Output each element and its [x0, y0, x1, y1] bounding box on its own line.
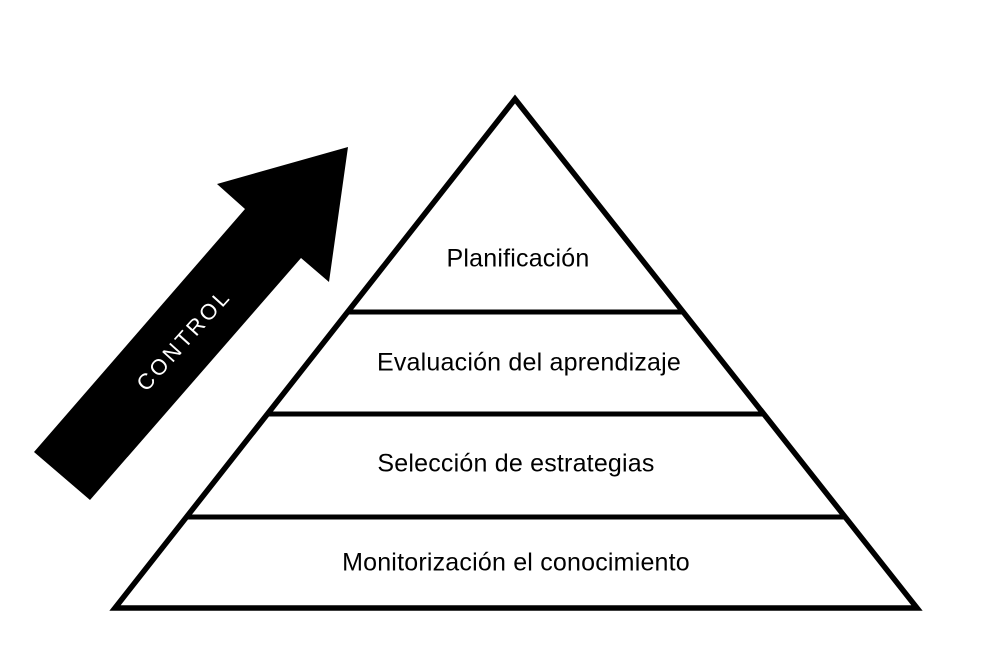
- control-arrow-icon: [34, 147, 348, 500]
- pyramid-level-3-label: Selección de estrategias: [377, 449, 655, 478]
- pyramid-level-2-label: Evaluación del aprendizaje: [376, 348, 682, 377]
- pyramid-level-4-label: Monitorización el conocimiento: [342, 548, 690, 577]
- pyramid-outline: [109, 94, 923, 611]
- pyramid-level-1-label: Planificación: [446, 244, 590, 273]
